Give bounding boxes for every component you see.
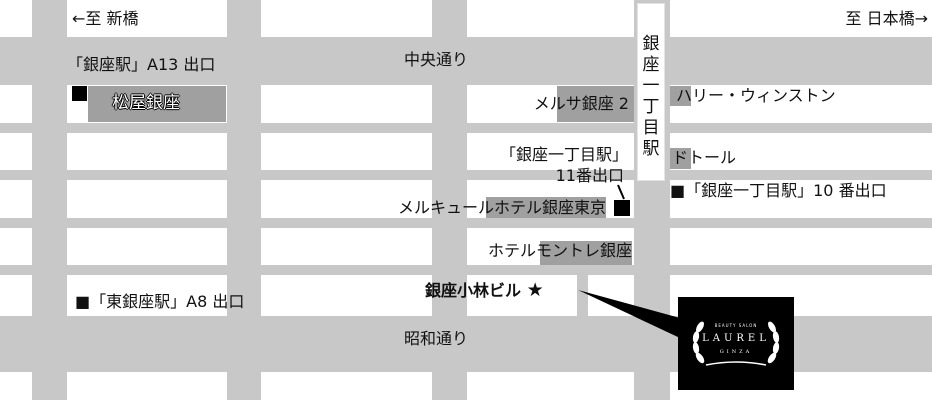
road-horizontal-1 (0, 123, 932, 133)
station-char: 座 (642, 55, 660, 75)
landmark-harry-winston: ハリー・ウィンストン (676, 86, 836, 105)
laurel-wreath-icon (692, 321, 780, 366)
exit-marker-11 (614, 200, 630, 216)
landmark-mercure: メルキュールホテル銀座東京 (397, 198, 606, 217)
road-chuo (0, 37, 932, 85)
exit-higashi-ginza-a8: ■「東銀座駅」A8 出口 (75, 292, 245, 311)
destination-name: 銀座小林ビル (425, 281, 522, 300)
exit-ginza-a13: 「銀座駅」A13 出口 (67, 55, 216, 74)
direction-nihonbashi: 至 日本橋→ (845, 9, 929, 28)
landmark-monterey: ホテルモントレ銀座 (487, 241, 632, 260)
exit-11-leader-line (617, 184, 625, 200)
exit-itchome-11-name: 「銀座一丁目駅」 (499, 145, 628, 164)
landmark-melsa: メルサ銀座 2 (533, 94, 629, 113)
laurel-logo: BEAUTY SALON LAUREL GINZA (678, 297, 794, 390)
logo-name: LAUREL (702, 333, 770, 344)
monterey-building (540, 241, 632, 265)
landmark-doutor: ドトール (672, 148, 737, 167)
station-char: 一 (642, 76, 660, 96)
street-showa: 昭和通り (404, 329, 469, 348)
exit-itchome-10: ■「銀座一丁目駅」10 番出口 (670, 181, 887, 200)
star-icon: ★ (526, 279, 544, 301)
melsa-building (557, 86, 634, 122)
destination-pointer (578, 290, 680, 338)
harry-building (670, 86, 691, 106)
station-ginza-itchome: 銀 座 一 丁 目 駅 (637, 3, 665, 181)
station-char: 駅 (642, 139, 660, 159)
direction-shinbashi: ←至 新橋 (72, 9, 139, 28)
station-char: 丁 (642, 97, 660, 117)
mercure-building (486, 197, 606, 218)
station-char: 目 (642, 118, 660, 138)
street-chuo: 中央通り (404, 50, 469, 69)
road-horizontal-4 (0, 265, 932, 275)
matsuya-building (88, 86, 226, 122)
destination-label: 銀座小林ビル ★ (425, 281, 544, 300)
road-horizontal-3 (0, 218, 932, 228)
exit-marker-a13 (72, 86, 87, 101)
landmark-matsuya: 松屋銀座 (112, 93, 180, 113)
station-char: 銀 (642, 34, 660, 54)
logo-tagline: BEAUTY SALON (714, 323, 758, 328)
doutor-building (670, 148, 691, 169)
logo-sub: GINZA (719, 349, 753, 355)
exit-itchome-11-number: 11番出口 (555, 166, 624, 185)
road-horizontal-2 (0, 170, 932, 180)
road-vertical-alley (577, 275, 588, 320)
